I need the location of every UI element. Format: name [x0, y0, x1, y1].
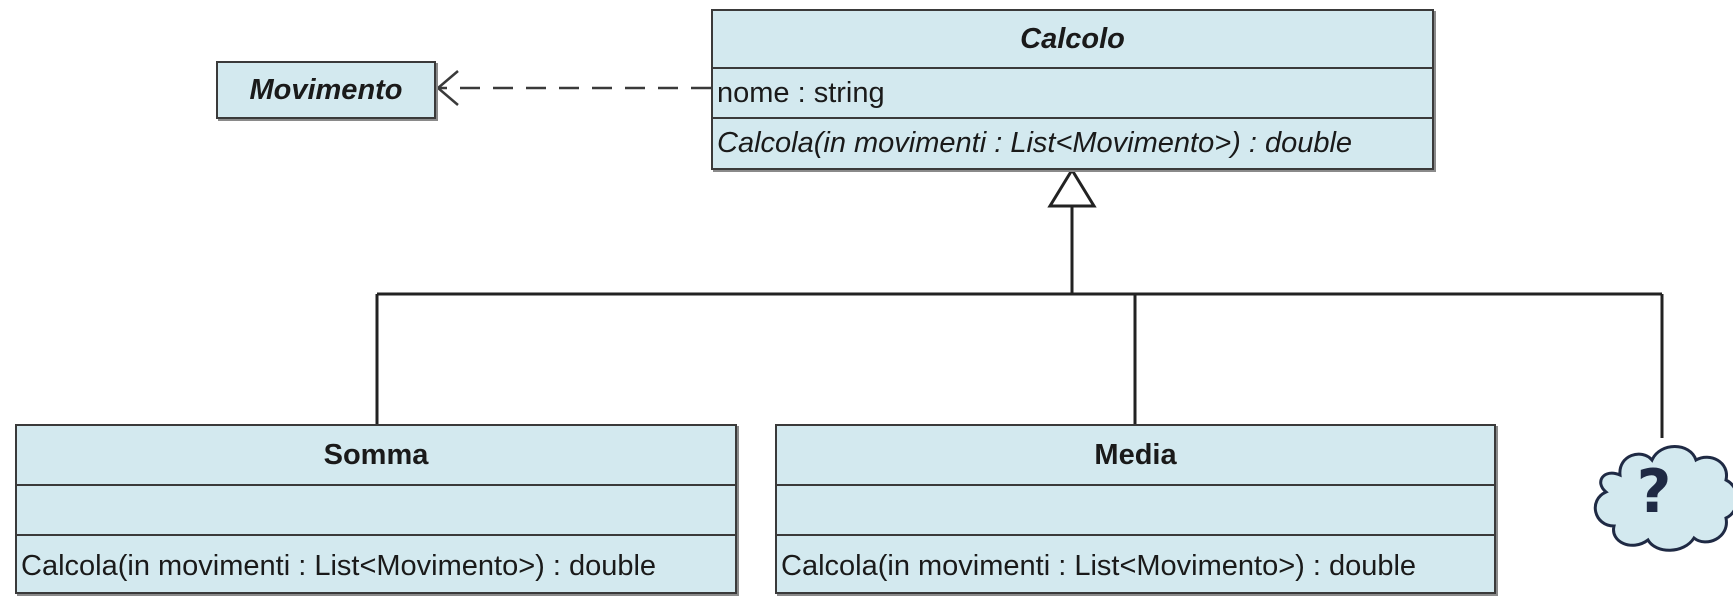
cloud-icon[interactable] [1580, 430, 1733, 560]
class-name: Calcolo [713, 11, 1432, 69]
class-name: Media [777, 426, 1494, 486]
unknown-subclass-label: ? [1636, 457, 1672, 527]
class-operation: Calcola(in movimenti : List<Movimento>) … [717, 127, 1353, 159]
class-attribute [777, 486, 1494, 536]
class-name: Movimento [249, 73, 403, 106]
class-movimento[interactable]: Movimento [216, 61, 436, 119]
class-calcolo[interactable]: Calcolo nome : string Calcola(in movimen… [711, 9, 1434, 170]
class-operation: Calcola(in movimenti : List<Movimento>) … [21, 549, 657, 582]
class-attribute: nome : string [713, 69, 1432, 119]
class-name: Somma [17, 426, 735, 486]
class-somma[interactable]: Somma Calcola(in movimenti : List<Movime… [15, 424, 737, 594]
class-attribute [17, 486, 735, 536]
relationship-lines [375, 70, 1664, 438]
class-operation: Calcola(in movimenti : List<Movimento>) … [781, 549, 1417, 582]
generalization-arrowhead-icon [1047, 167, 1097, 208]
class-media[interactable]: Media Calcola(in movimenti : List<Movime… [775, 424, 1496, 594]
dependency-arrowhead-icon [436, 70, 459, 106]
